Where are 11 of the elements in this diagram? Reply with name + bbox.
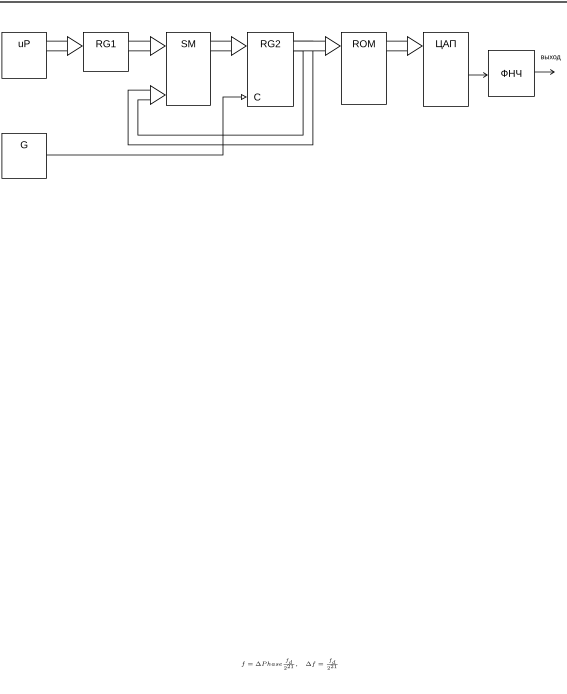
arrow bbox=[534, 69, 555, 75]
port-label: C bbox=[254, 93, 261, 101]
block-box: RG1 bbox=[83, 32, 129, 72]
block-box: G bbox=[2, 133, 47, 179]
arrow bbox=[468, 72, 488, 78]
block-box: SM bbox=[166, 32, 211, 106]
block-box: uP bbox=[2, 32, 47, 79]
formula: $f = \Delta Phase\frac{f_d}{2^{21}}, \quad \Delta f = \frac{f_d}{2^{21}}$ bbox=[242, 658, 338, 670]
block-box: ROM bbox=[341, 32, 387, 105]
block-box: ФНЧ bbox=[488, 50, 535, 97]
block-box: ЦАП bbox=[423, 32, 469, 107]
